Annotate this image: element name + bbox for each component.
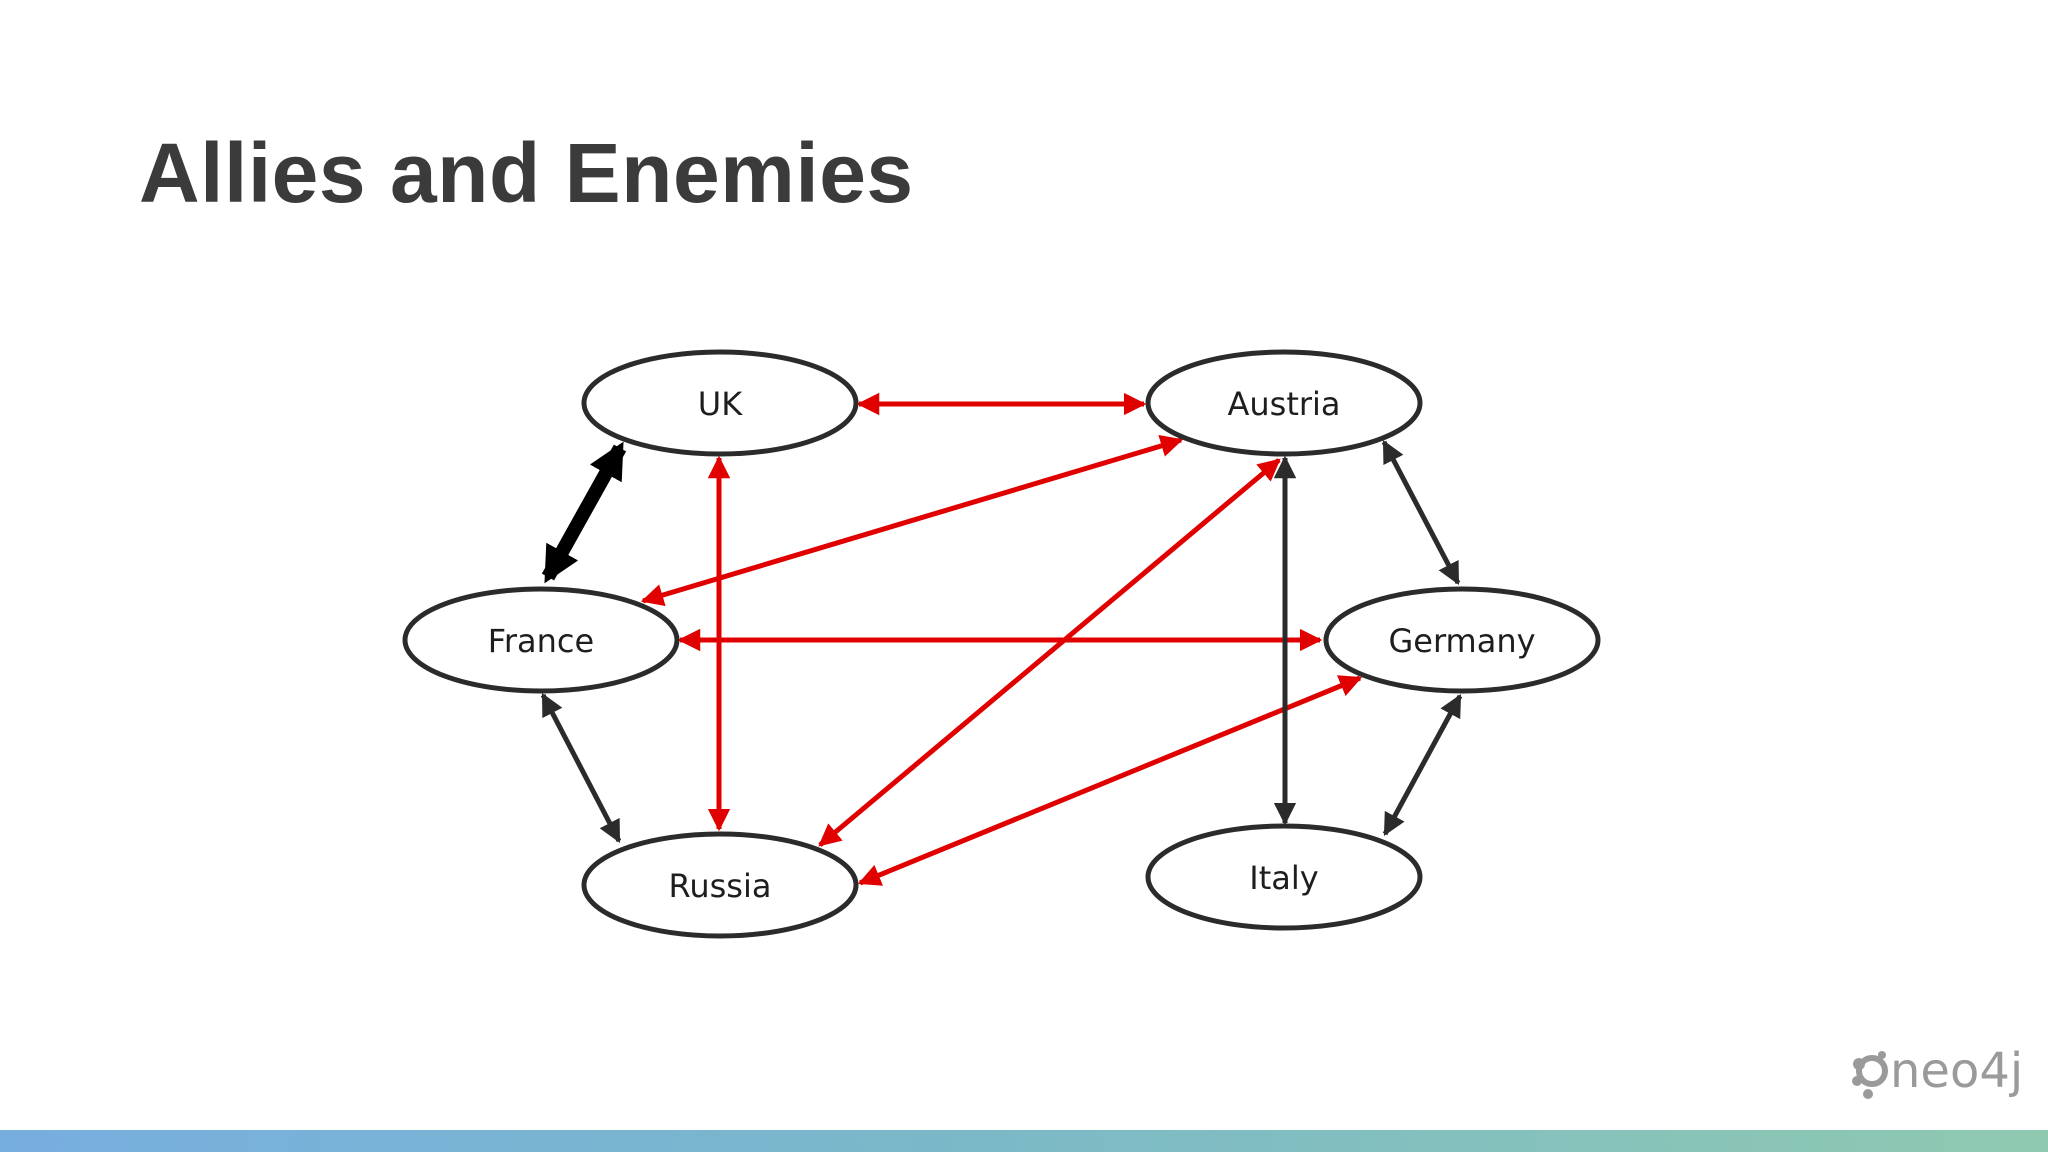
footer-gradient-bar	[0, 1130, 2048, 1152]
neo4j-graph-icon	[1852, 1051, 1888, 1099]
slide-title: Allies and Enemies	[139, 126, 914, 220]
edge-france-russia	[540, 693, 622, 843]
neo4j-wordmark: neo4j	[1890, 1045, 2023, 1099]
edge-uk-france-strong	[541, 441, 627, 584]
edge-germany-italy	[1382, 694, 1463, 836]
node-label-uk: UK	[698, 385, 743, 423]
edges	[540, 392, 1463, 886]
node-france[interactable]: France	[402, 586, 680, 694]
node-austria[interactable]: Austria	[1145, 349, 1423, 457]
edge-france-austria	[640, 435, 1184, 606]
node-uk[interactable]: UK	[581, 349, 859, 457]
edge-austria-germany	[1381, 440, 1461, 585]
node-italy[interactable]: Italy	[1145, 823, 1423, 931]
node-label-france: France	[488, 622, 594, 660]
node-russia[interactable]: Russia	[581, 831, 859, 939]
node-label-germany: Germany	[1388, 622, 1535, 660]
node-label-austria: Austria	[1227, 385, 1340, 423]
node-label-italy: Italy	[1249, 859, 1318, 897]
node-label-russia: Russia	[669, 867, 772, 905]
edge-austria-russia	[818, 458, 1281, 847]
node-germany[interactable]: Germany	[1323, 586, 1601, 694]
neo4j-logo: neo4j	[1852, 1045, 2023, 1099]
